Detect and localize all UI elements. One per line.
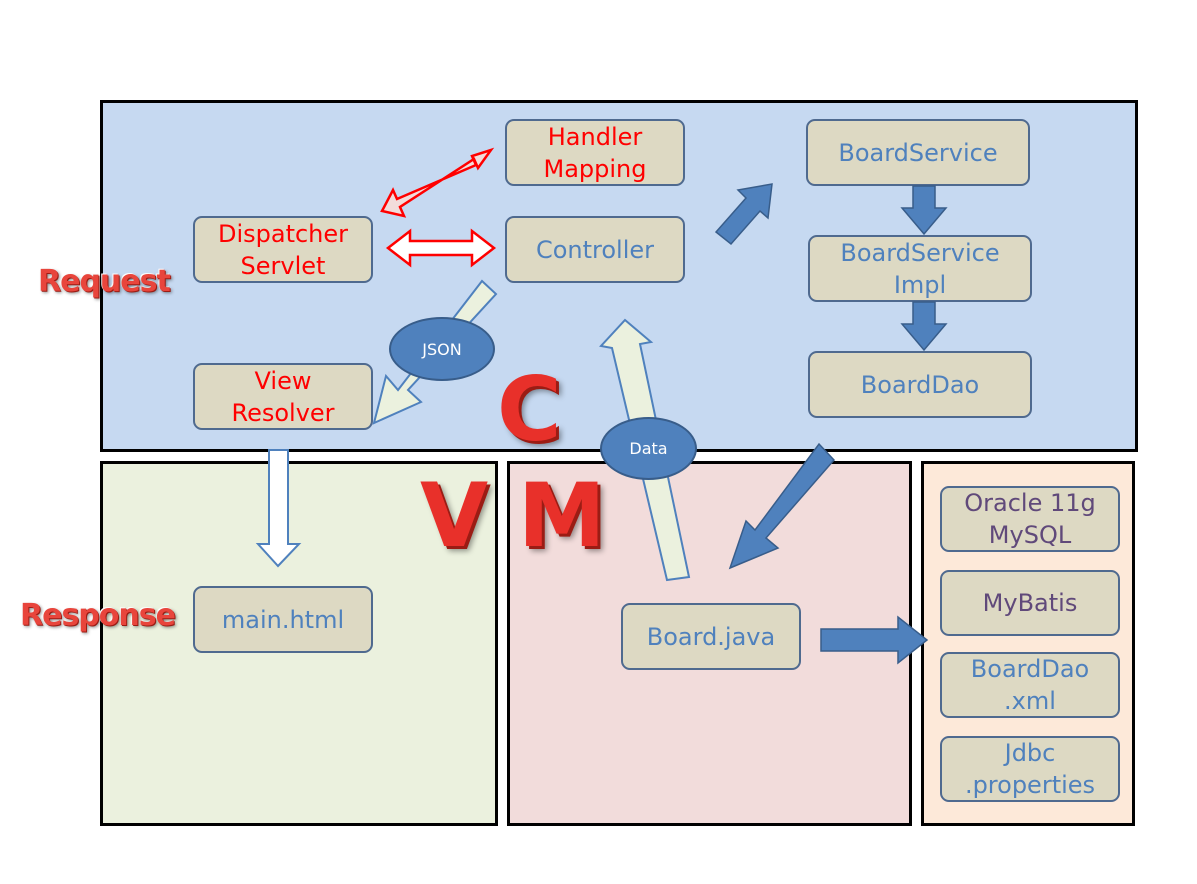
controller-to-board-service-arrow bbox=[714, 183, 773, 246]
board-dao-xml-node[interactable]: BoardDao .xml bbox=[940, 652, 1120, 718]
dispatcher-controller-double-arrow bbox=[385, 228, 497, 268]
oracle-mysql-node[interactable]: Oracle 11g MySQL bbox=[940, 486, 1120, 552]
mybatis-node[interactable]: MyBatis bbox=[940, 570, 1120, 636]
request-label: Request bbox=[38, 264, 171, 299]
main-html-node[interactable]: main.html bbox=[193, 586, 373, 653]
view-resolver-node[interactable]: View Resolver bbox=[193, 363, 373, 430]
view-letter: V bbox=[420, 464, 489, 567]
json-badge: JSON bbox=[389, 317, 495, 381]
board-service-node[interactable]: BoardService bbox=[806, 119, 1030, 186]
board-java-to-database-arrow bbox=[820, 615, 929, 665]
handler-mapping-node[interactable]: Handler Mapping bbox=[505, 119, 685, 186]
board-service-to-impl-arrow bbox=[900, 185, 948, 236]
board-dao-to-board-java-arrow bbox=[728, 442, 836, 570]
dispatcher-handler-double-arrow bbox=[380, 147, 495, 218]
dispatcher-servlet-node[interactable]: Dispatcher Servlet bbox=[193, 216, 373, 283]
board-dao-node[interactable]: BoardDao bbox=[808, 351, 1032, 418]
jdbc-properties-node[interactable]: Jdbc .properties bbox=[940, 736, 1120, 802]
impl-to-board-dao-arrow bbox=[900, 301, 948, 352]
board-java-node[interactable]: Board.java bbox=[621, 603, 801, 670]
board-service-impl-node[interactable]: BoardService Impl bbox=[808, 235, 1032, 302]
model-letter: M bbox=[518, 464, 606, 567]
view-resolver-to-main-arrow bbox=[255, 449, 302, 568]
controller-node[interactable]: Controller bbox=[505, 216, 685, 283]
controller-letter: C bbox=[497, 358, 562, 461]
response-label: Response bbox=[20, 598, 176, 633]
data-badge: Data bbox=[600, 417, 697, 480]
